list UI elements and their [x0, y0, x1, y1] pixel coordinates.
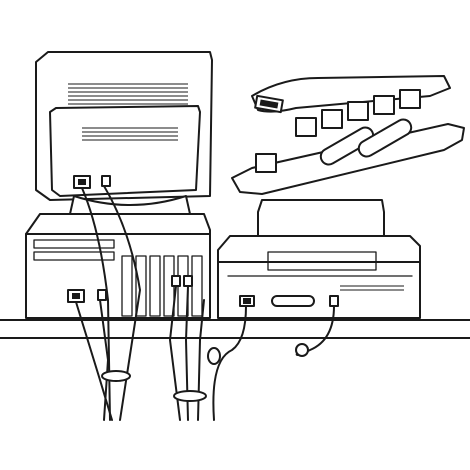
cable-tie-icon [173, 390, 207, 402]
cable-organizer [231, 75, 465, 195]
power-port-icon [101, 175, 111, 187]
desktop-tower [25, 213, 211, 319]
cable-tie-icon [207, 347, 221, 365]
cables [75, 185, 335, 421]
expansion-slots [121, 255, 203, 317]
cable-tie-icon [101, 370, 131, 382]
printer [217, 199, 421, 319]
clip-row [255, 89, 421, 173]
crt-monitor [35, 51, 213, 225]
desk [0, 319, 470, 339]
printer-slot [271, 295, 315, 307]
cable-rod [319, 126, 375, 166]
cable-tie-icon [295, 343, 309, 357]
cable-rod [357, 118, 413, 158]
vent-grille [68, 83, 188, 141]
